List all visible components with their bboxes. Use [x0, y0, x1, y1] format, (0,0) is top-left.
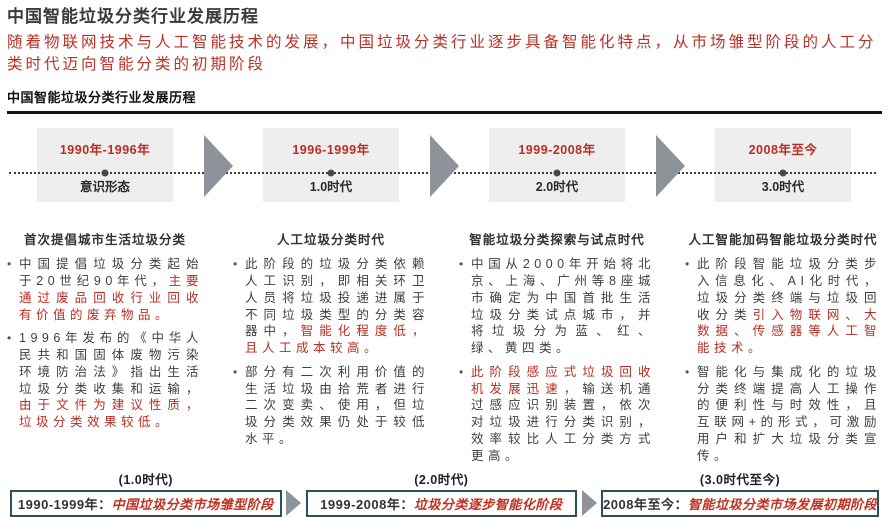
bullet-dot-icon: •	[685, 364, 690, 379]
stage-descriptions: 首次提倡城市生活垃圾分类 • 中国提倡垃圾分类起始于20世纪90年代，主要通过废…	[7, 213, 881, 464]
column-heading: 首次提倡城市生活垃圾分类	[23, 233, 186, 248]
footer-era-label: (3.0时代至今)	[699, 473, 781, 488]
body-text: 此阶段的垃圾分类依赖人工识别，即相关环卫人员将垃圾投递进属于不同垃圾类型的分类容…	[245, 257, 429, 339]
arrow-right-icon	[655, 135, 685, 198]
stage-era-label: 1.0时代	[309, 180, 353, 195]
bullet-text: 1996年发布的《中华人民共和国固体废物污染环境防治法》指出生活垃圾分类收集和运…	[19, 330, 203, 431]
body-text: 中国提倡垃圾分类起始于20世纪90年代，	[19, 257, 203, 289]
bullet-dot-icon: •	[7, 257, 12, 272]
bullet-list: • 中国提倡垃圾分类起始于20世纪90年代，主要通过废品回收行业回收有价值的废弃…	[7, 256, 203, 431]
arrow-cell	[203, 128, 233, 204]
stage-description-column: 人工智能加码智能垃圾分类时代 • 此阶段智能垃圾分类步入信息化、AI化时代，垃圾…	[685, 213, 881, 464]
bullet-list: • 中国从2000年开始将北京、上海、广州等8座城市确定为中国首批生活垃圾分类试…	[459, 256, 655, 464]
bullet-text: 此阶段的垃圾分类依赖人工识别，即相关环卫人员将垃圾投递进属于不同垃圾类型的分类容…	[245, 256, 429, 357]
stage-box: 1990年-1996年 意识形态	[37, 128, 173, 203]
arrow-right-icon	[581, 490, 597, 517]
column-heading: 智能垃圾分类探索与试点时代	[469, 233, 645, 248]
bullet-item: • 1996年发布的《中华人民共和国固体废物污染环境防治法》指出生活垃圾分类收集…	[7, 330, 203, 431]
footer-phase-box: 1990-1999年： 中国垃圾分类市场雏型阶段	[10, 490, 282, 517]
body-text: 部分有二次利用价值的生活垃圾由拾荒者进行二次变卖、使用，但垃圾分类效果仍处于较低…	[245, 364, 429, 446]
section-header: 中国智能垃圾分类行业发展历程	[7, 87, 882, 115]
bullet-list: • 此阶段智能垃圾分类步入信息化、AI化时代，垃圾分类终端与垃圾回收分类引入物联…	[685, 256, 881, 464]
arrow-right-icon	[286, 490, 302, 517]
footer-phase-group: (3.0时代至今) 2008年至今： 智能垃圾分类市场发展初期阶段	[601, 469, 879, 517]
bullet-item: • 此阶段感应式垃圾回收机发展迅速，输送机通过感应识别装置，依次对垃圾进行分类识…	[459, 364, 655, 465]
column-heading: 人工智能加码智能垃圾分类时代	[688, 233, 878, 248]
stage-period: 2008年至今	[748, 143, 818, 158]
arrow-right-icon	[203, 135, 233, 198]
footer-era-label: (1.0时代)	[118, 473, 173, 488]
highlighted-text: 引入物联网、大数据、传感器等人工智能技术。	[697, 307, 881, 356]
bullet-dot-icon: •	[233, 364, 238, 379]
footer-period: 1990-1999年：	[17, 497, 112, 513]
stage-description-column: 人工垃圾分类时代 • 此阶段的垃圾分类依赖人工识别，即相关环卫人员将垃圾投递进属…	[233, 213, 429, 464]
stage-box: 1996-1999年 1.0时代	[263, 128, 399, 203]
highlighted-text: 此阶段感应式垃圾回收机发展迅速，	[471, 364, 655, 396]
bullet-dot-icon: •	[459, 257, 464, 272]
arrow-right-icon	[429, 135, 459, 198]
footer-arrow-cell	[282, 490, 306, 517]
bullet-list: • 此阶段的垃圾分类依赖人工识别，即相关环卫人员将垃圾投递进属于不同垃圾类型的分…	[233, 256, 429, 447]
footer-arrow-cell	[577, 490, 601, 517]
stage-box: 1999-2008年 2.0时代	[489, 128, 625, 203]
bullet-text: 中国提倡垃圾分类起始于20世纪90年代，主要通过废品回收行业回收有价值的废弃物品…	[19, 256, 203, 323]
bullet-text: 此阶段智能垃圾分类步入信息化、AI化时代，垃圾分类终端与垃圾回收分类引入物联网、…	[697, 256, 881, 357]
stage-period: 1999-2008年	[518, 143, 596, 158]
stage-period: 1996-1999年	[292, 143, 370, 158]
bullet-item: • 中国提倡垃圾分类起始于20世纪90年代，主要通过废品回收行业回收有价值的废弃…	[7, 256, 203, 323]
stage-era-label: 3.0时代	[761, 180, 805, 195]
timeline-row: 1990年-1996年 意识形态 1996-1999年 1.0时代 1999-2…	[7, 128, 881, 204]
footer-summary: (1.0时代) 1990-1999年： 中国垃圾分类市场雏型阶段 (2.0时代)…	[7, 469, 882, 517]
bullet-item: • 此阶段智能垃圾分类步入信息化、AI化时代，垃圾分类终端与垃圾回收分类引入物联…	[685, 256, 881, 357]
timeline: 1990年-1996年 意识形态 1996-1999年 1.0时代 1999-2…	[7, 128, 882, 204]
footer-phase-group: (1.0时代) 1990-1999年： 中国垃圾分类市场雏型阶段	[10, 469, 282, 517]
stage-era-label: 2.0时代	[535, 180, 579, 195]
bullet-item: • 中国从2000年开始将北京、上海、广州等8座城市确定为中国首批生活垃圾分类试…	[459, 256, 655, 357]
bullet-dot-icon: •	[459, 364, 464, 379]
body-text: 中国从2000年开始将北京、上海、广州等8座城市确定为中国首批生活垃圾分类试点城…	[471, 257, 655, 356]
bullet-item: • 部分有二次利用价值的生活垃圾由拾荒者进行二次变卖、使用，但垃圾分类效果仍处于…	[233, 364, 429, 448]
bullet-item: • 此阶段的垃圾分类依赖人工识别，即相关环卫人员将垃圾投递进属于不同垃圾类型的分…	[233, 256, 429, 357]
bullet-item: • 智能化与集成化的垃圾分类终端提高人工操作的便利性与时效性，且互联网+的形式，…	[685, 364, 881, 465]
timeline-stage: 2008年至今 3.0时代	[685, 128, 881, 204]
footer-phase-group: (2.0时代) 1999-2008年： 垃圾分类逐步智能化阶段	[305, 469, 578, 517]
body-text: 1996年发布的《中华人民共和国固体废物污染环境防治法》指出生活垃圾分类收集和运…	[19, 331, 203, 396]
footer-phase-name: 智能垃圾分类市场发展初期阶段	[687, 497, 877, 513]
arrow-cell	[655, 128, 685, 204]
bullet-dot-icon: •	[7, 331, 12, 346]
footer-era-label: (2.0时代)	[414, 473, 469, 488]
column-heading: 人工垃圾分类时代	[276, 233, 385, 248]
highlighted-text: 智能化程度低，且人工成本较高。	[245, 324, 429, 356]
body-text: 智能化与集成化的垃圾分类终端提高人工操作的便利性与时效性，且互联网+的形式，可激…	[697, 364, 881, 463]
page-title: 中国智能垃圾分类行业发展历程	[7, 7, 259, 26]
footer-phase-name: 中国垃圾分类市场雏型阶段	[111, 497, 274, 513]
timeline-stage: 1996-1999年 1.0时代	[233, 128, 429, 204]
footer-phase-box: 2008年至今： 智能垃圾分类市场发展初期阶段	[601, 490, 879, 517]
bullet-text: 中国从2000年开始将北京、上海、广州等8座城市确定为中国首批生活垃圾分类试点城…	[471, 256, 655, 357]
body-text: 此阶段智能垃圾分类步入信息化、AI化时代，垃圾分类终端与垃圾回收分类	[697, 257, 881, 322]
timeline-stage: 1990年-1996年 意识形态	[7, 128, 203, 204]
footer-phase-box: 1999-2008年： 垃圾分类逐步智能化阶段	[305, 490, 578, 517]
bullet-dot-icon: •	[233, 257, 238, 272]
stage-description-column: 首次提倡城市生活垃圾分类 • 中国提倡垃圾分类起始于20世纪90年代，主要通过废…	[7, 213, 203, 464]
page-subtitle: 随着物联网技术与人工智能技术的发展，中国垃圾分类行业逐步具备智能化特点，从市场雏…	[7, 33, 877, 73]
footer-phase-name: 垃圾分类逐步智能化阶段	[413, 497, 563, 513]
highlighted-text: 由于文件为建议性质，垃圾分类效果较低。	[19, 398, 203, 430]
stage-era-label: 意识形态	[79, 180, 130, 195]
bullet-text: 部分有二次利用价值的生活垃圾由拾荒者进行二次变卖、使用，但垃圾分类效果仍处于较低…	[245, 364, 429, 448]
footer-period: 2008年至今：	[603, 497, 688, 513]
slide: 中国智能垃圾分类行业发展历程 随着物联网技术与人工智能技术的发展，中国垃圾分类行…	[7, 7, 882, 517]
highlighted-text: 主要通过废品回收行业回收有价值的废弃物品。	[19, 274, 203, 322]
stage-period: 1990年-1996年	[59, 143, 151, 158]
bullet-text: 智能化与集成化的垃圾分类终端提高人工操作的便利性与时效性，且互联网+的形式，可激…	[697, 364, 881, 465]
stage-box: 2008年至今 3.0时代	[715, 128, 851, 203]
bullet-text: 此阶段感应式垃圾回收机发展迅速，输送机通过感应识别装置，依次对垃圾进行分类识别，…	[471, 364, 655, 465]
footer-period: 1999-2008年：	[320, 497, 414, 513]
bullet-dot-icon: •	[685, 257, 690, 272]
arrow-cell	[429, 128, 459, 204]
timeline-stage: 1999-2008年 2.0时代	[459, 128, 655, 204]
body-text: 输送机通过感应识别装置，依次对垃圾进行分类识别，效率较比人工分类方式更高。	[471, 381, 655, 463]
stage-description-column: 智能垃圾分类探索与试点时代 • 中国从2000年开始将北京、上海、广州等8座城市…	[459, 213, 655, 464]
